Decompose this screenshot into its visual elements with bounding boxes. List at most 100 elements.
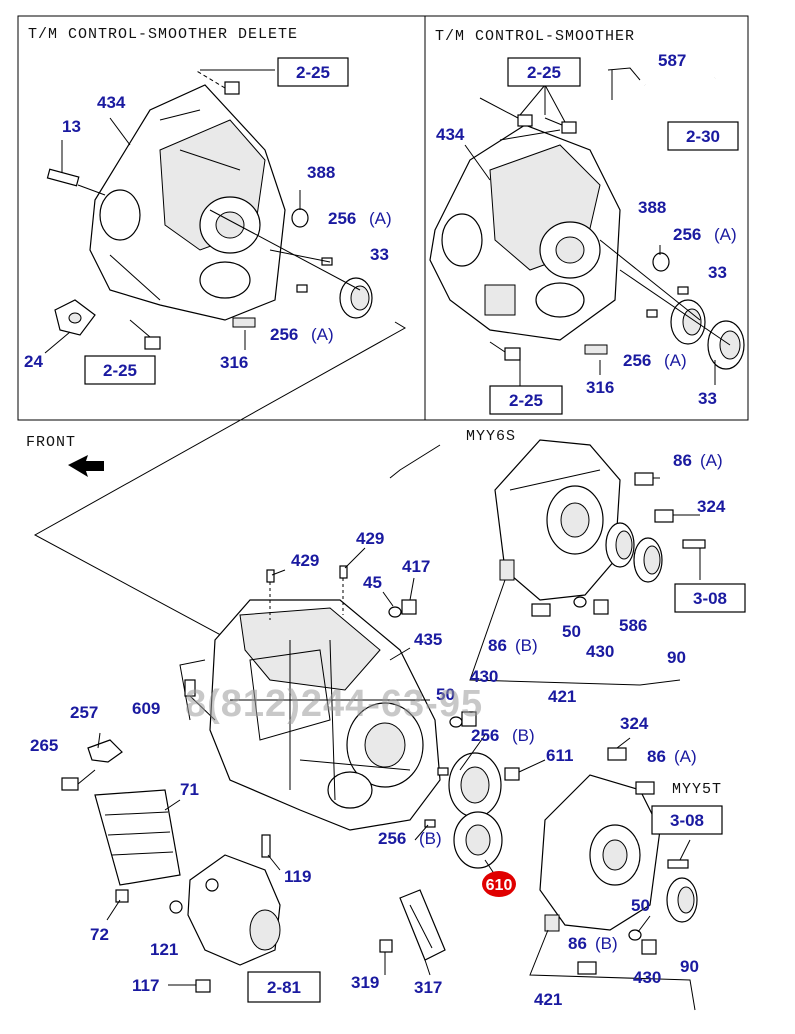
callout-324-a: 324: [697, 497, 726, 516]
right-panel-title: T/M CONTROL-SMOOTHER: [435, 28, 635, 45]
callout-610-badge[interactable]: 610: [482, 871, 516, 897]
connector-lines: [33, 321, 441, 721]
callout-256-right-a: 256: [673, 225, 701, 244]
callout-319: 319: [351, 973, 379, 992]
pin-429-a: [266, 569, 275, 583]
extension-housing-myy5t: [539, 774, 661, 932]
callout-45: 45: [363, 573, 382, 592]
bracket-421-a: [469, 579, 681, 686]
callout-421-b: 421: [534, 990, 562, 1009]
highlight-badge: [482, 871, 516, 897]
bolt-609: [184, 679, 216, 721]
callout-316-right: 316: [586, 378, 614, 397]
dowel-256-b-b: [424, 819, 436, 828]
shim-316-right: [584, 344, 608, 355]
plug-430-main: [461, 711, 477, 727]
front-arrow-icon: [68, 455, 104, 477]
plug-417: [401, 599, 417, 615]
callout-72: 72: [90, 925, 109, 944]
ref-box-3-08-b[interactable]: 3-08: [651, 805, 723, 835]
seal-90-b: [666, 877, 698, 923]
left-panel-title: T/M CONTROL-SMOOTHER DELETE: [28, 26, 298, 43]
callout-256-left-b: 256: [270, 325, 298, 344]
suffix-256-left-b: (A): [311, 325, 334, 344]
callout-256-left-a: 256: [328, 209, 356, 228]
callout-90-a: 90: [667, 648, 686, 667]
cover-71: [94, 789, 181, 886]
leader-lines-right: [464, 84, 731, 388]
bolt-left-bottom: [129, 319, 161, 350]
ref-box-2-81[interactable]: 2-81: [247, 971, 321, 1003]
bracket-257: [87, 739, 123, 763]
suffix-256-b-a: (B): [512, 726, 535, 745]
suffix-256-right-a: (A): [714, 225, 737, 244]
callout-430-c: 430: [633, 968, 661, 987]
callout-24: 24: [24, 352, 43, 371]
callout-50-b: 50: [436, 685, 455, 704]
dowel-256-b-a: [437, 767, 449, 776]
myy5t-label: MYY5T: [672, 781, 722, 798]
callout-33-right-a: 33: [708, 263, 727, 282]
callout-117: 117: [132, 976, 159, 995]
extension-housing-myy6s: [494, 439, 621, 601]
callout-256-b-b: 256: [378, 829, 406, 848]
bolts-right-top: [479, 97, 577, 134]
pin-3-08-b: [667, 859, 689, 869]
callout-86-a: 86: [673, 451, 692, 470]
leader-lines-left: [44, 69, 361, 354]
callout-430-a: 430: [586, 642, 614, 661]
callout-50-c: 50: [631, 896, 650, 915]
bolt-13: [46, 168, 106, 196]
callout-434-right: 434: [436, 125, 465, 144]
ref-box-2-25-d[interactable]: 2-25: [489, 385, 563, 415]
oring-50-b: [628, 929, 642, 941]
bolt-265: [61, 777, 79, 791]
callout-317: 317: [414, 978, 442, 997]
callout-388-right: 388: [638, 198, 666, 217]
callout-429-a: 429: [291, 551, 319, 570]
leader-lines-lower: [97, 477, 701, 986]
callout-33-right-b: 33: [698, 389, 717, 408]
pin-429-b: [339, 565, 348, 579]
seal-33-right-b: [707, 320, 745, 370]
plug-430-b: [641, 939, 657, 955]
suffix-86-b: (B): [515, 636, 538, 655]
callout-609: 609: [132, 699, 160, 718]
bolt-72: [115, 889, 129, 903]
svg-text:2-25: 2-25: [509, 391, 543, 410]
ref-box-2-25-a[interactable]: 2-25: [277, 57, 349, 87]
bushing-388-left: [291, 208, 309, 228]
bolt-319: [379, 939, 393, 953]
callout-90-b: 90: [680, 957, 699, 976]
bolt-611: [504, 767, 520, 781]
callout-257: 257: [70, 703, 98, 722]
myy6s-label: MYY6S: [466, 428, 516, 445]
callout-121: 121: [150, 940, 178, 959]
callout-611: 611: [546, 746, 573, 765]
svg-text:3-08: 3-08: [670, 811, 704, 830]
bolt-right-bottom: [489, 341, 521, 361]
bolt-left-top: [194, 69, 240, 95]
watermark-phone: 8(812)244-63-95: [185, 683, 483, 725]
ref-box-3-08-a[interactable]: 3-08: [674, 583, 746, 613]
ref-box-2-30[interactable]: 2-30: [667, 121, 739, 151]
suffix-256-right-b: (A): [664, 351, 687, 370]
suffix-256-left-a: (A): [369, 209, 392, 228]
bolt-86-d: [577, 961, 597, 975]
callout-13: 13: [62, 117, 81, 136]
svg-text:2-25: 2-25: [527, 63, 561, 82]
svg-text:2-25: 2-25: [296, 63, 330, 82]
svg-text:2-81: 2-81: [267, 978, 301, 997]
ref-box-2-25-c[interactable]: 2-25: [507, 57, 581, 87]
callout-429-b: 429: [356, 529, 384, 548]
gasket-610: [448, 752, 503, 869]
pto-assembly-2-81: [187, 854, 281, 966]
ref-box-2-25-b[interactable]: 2-25: [84, 355, 156, 385]
hose-587: [607, 67, 716, 100]
callout-86-b: 86: [488, 636, 507, 655]
oring-50-a: [573, 596, 587, 608]
stud-119: [261, 834, 271, 858]
front-label: FRONT: [26, 434, 76, 451]
callout-50-a: 50: [562, 622, 581, 641]
